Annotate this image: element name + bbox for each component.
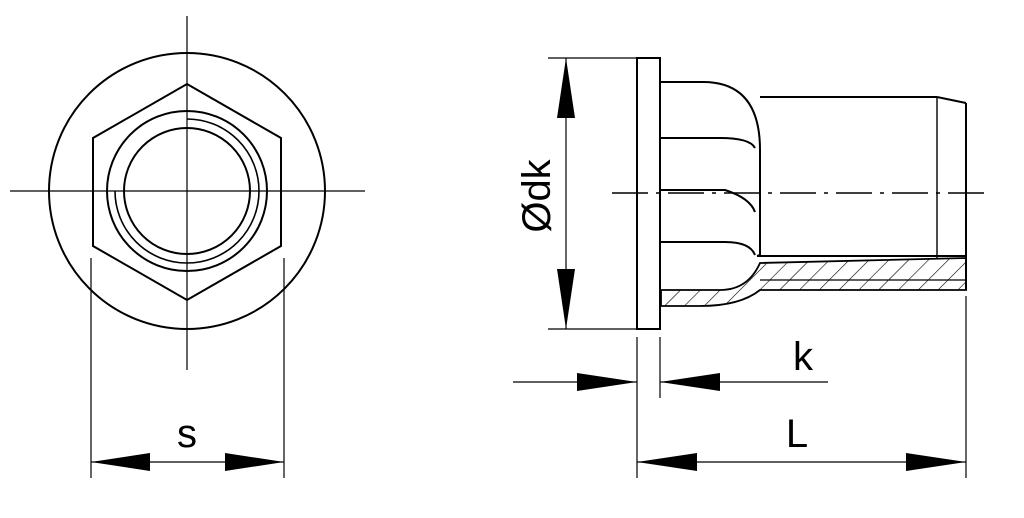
front-view bbox=[10, 16, 365, 478]
s-arrow-left bbox=[91, 453, 150, 471]
dk-arrow-top bbox=[557, 58, 575, 118]
thread-arc bbox=[114, 118, 260, 264]
hex-chamfer-circle bbox=[106, 110, 268, 272]
hex-facet-lower bbox=[661, 241, 756, 256]
hex-facet-middle bbox=[661, 189, 756, 213]
s-label: s bbox=[177, 412, 197, 456]
dk-label: Ødk bbox=[515, 158, 559, 232]
k-label: k bbox=[793, 335, 814, 379]
l-label: L bbox=[786, 412, 808, 456]
side-view bbox=[513, 57, 990, 478]
l-arrow-left bbox=[637, 453, 697, 471]
k-arrow-left bbox=[577, 373, 637, 391]
hex-facet-upper bbox=[661, 137, 756, 149]
bore-circle bbox=[123, 127, 251, 255]
s-arrow-right bbox=[225, 453, 284, 471]
section-hatch bbox=[660, 257, 967, 307]
hex-outline bbox=[92, 82, 282, 302]
dk-arrow-bottom bbox=[557, 269, 575, 329]
flange-circle bbox=[48, 52, 326, 330]
shank-chamfer-top bbox=[936, 96, 967, 104]
hex-collar-outline bbox=[661, 81, 761, 257]
k-arrow-right bbox=[660, 373, 720, 391]
l-arrow-right bbox=[906, 453, 966, 471]
